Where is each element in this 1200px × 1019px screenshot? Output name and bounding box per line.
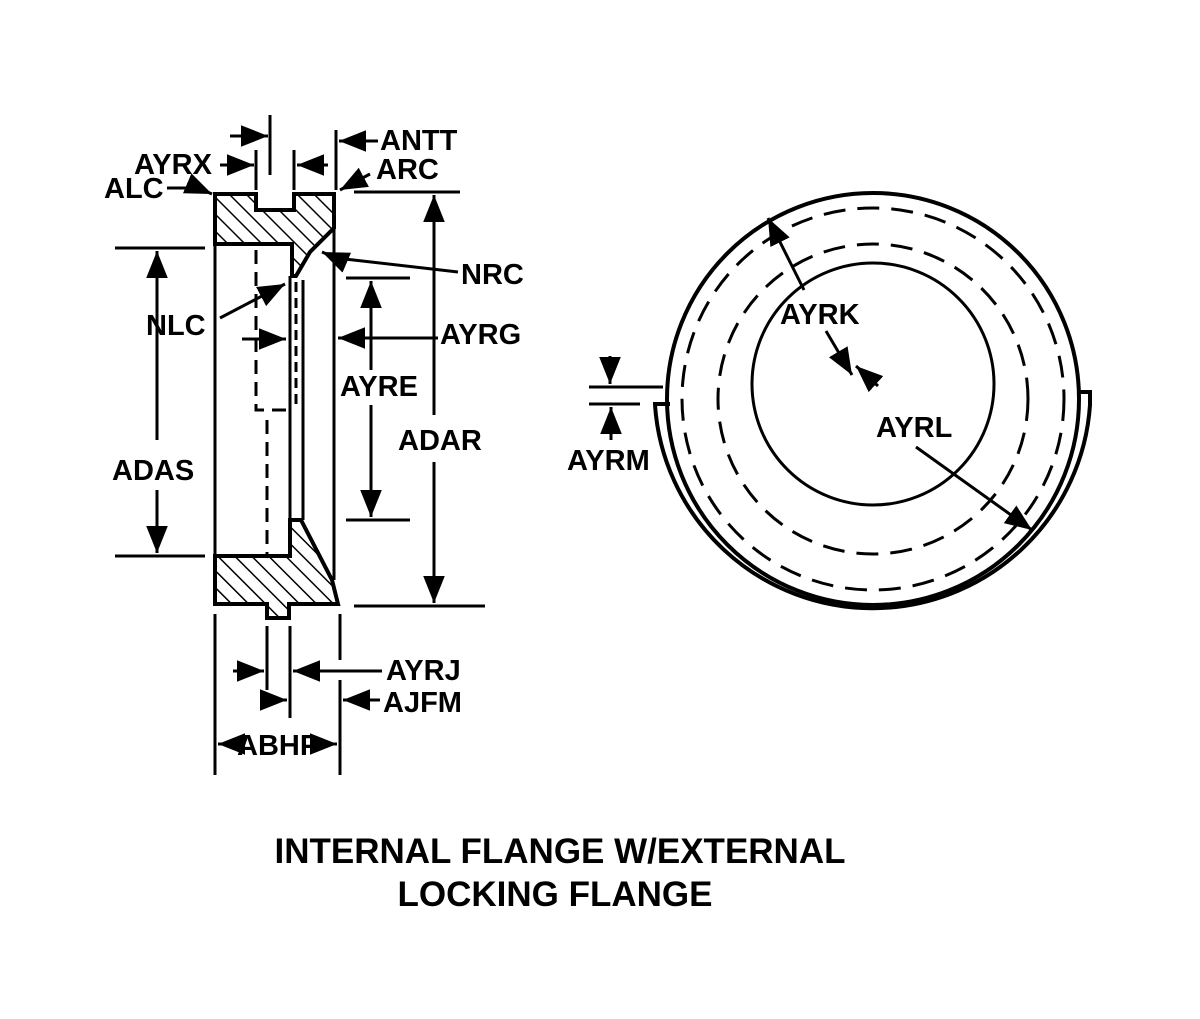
top-flange-section [213,192,336,278]
locking-flange-lip-left-tab [653,402,670,406]
locking-flange-lip [653,390,1092,611]
leader-alc [167,173,213,196]
label-ayrk: AYRK [780,299,860,331]
label-antt: ANTT [380,125,458,157]
section-view [115,115,485,775]
label-arc: ARC [376,154,439,186]
label-nlc: NLC [146,310,206,342]
bore-circle [750,261,996,507]
end-view [589,191,1092,611]
label-ayrj: AYRJ [386,655,461,687]
label-ayre: AYRE [340,371,418,403]
dim-ayrl [915,445,1033,532]
dim-ayrl-center [854,364,884,393]
label-ayrx: AYRX [134,149,213,181]
label-adas: ADAS [112,455,194,487]
dashed-circle-inner [716,242,1030,556]
outer-circle [665,191,1081,607]
label-abhp: ABHP [237,730,319,762]
label-nrc: NRC [461,259,524,291]
dim-ayrk-center [824,330,854,376]
dim-ayrk [766,217,806,291]
leader-nlc [219,282,286,320]
label-adar: ADAR [398,425,482,457]
hidden-line-upper [254,250,290,412]
label-ayrm: AYRM [567,445,650,477]
label-ayrl: AYRL [876,412,952,444]
leader-arc [339,167,371,192]
dashed-circle-outer [680,206,1066,592]
label-alc: ALC [104,173,164,205]
title-line-2: LOCKING FLANGE [398,875,713,914]
leader-nrc [321,250,459,274]
title-line-1: INTERNAL FLANGE W/EXTERNAL [274,832,845,871]
bottom-flange-section [213,518,341,620]
label-ajfm: AJFM [383,687,462,719]
label-ayrg: AYRG [440,319,521,351]
